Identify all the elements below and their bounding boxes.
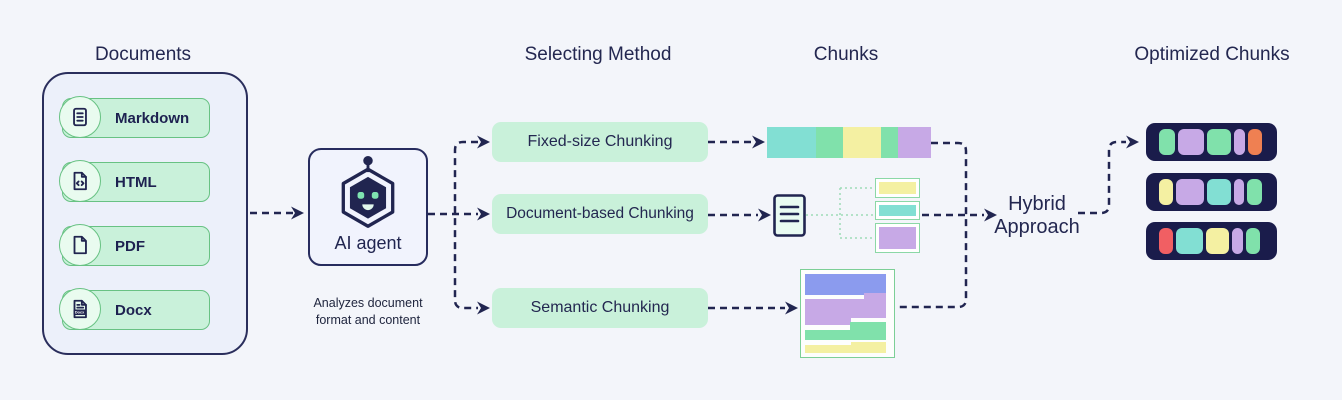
document-pill-label: Docx bbox=[115, 301, 152, 319]
optimized-chunk-bar-1 bbox=[1146, 123, 1277, 161]
document-pill-markdown: Markdown bbox=[59, 96, 210, 138]
chunk-segment-yellow bbox=[1159, 179, 1173, 205]
selecting-method-heading: Selecting Method bbox=[524, 44, 672, 65]
optimized-chunk-bar-3 bbox=[1146, 222, 1277, 260]
fixed-size-chunk-bar bbox=[767, 127, 931, 158]
method-pill-semantic: Semantic Chunking bbox=[492, 288, 708, 328]
chunk-segment-purple bbox=[1234, 179, 1244, 205]
hybrid-line-1: Hybrid bbox=[1008, 193, 1066, 215]
document-chunk-box-purple bbox=[875, 223, 920, 253]
chunk-segment-yellow bbox=[843, 127, 881, 158]
semantic-row-green bbox=[805, 322, 886, 340]
method-pill-document-based: Document-based Chunking bbox=[492, 194, 708, 234]
chunk-color-fill bbox=[879, 182, 916, 194]
branch-agent-methods bbox=[453, 140, 478, 310]
chunk-segment-green bbox=[1207, 129, 1231, 155]
hybrid-approach-label: Hybrid Approach bbox=[994, 193, 1080, 239]
arrowhead-icon bbox=[291, 206, 304, 220]
document-pill-docx: Docx Docx bbox=[59, 288, 210, 330]
hybrid-line-2: Approach bbox=[994, 216, 1080, 238]
caption-line-2: format and content bbox=[315, 312, 421, 327]
svg-text:Docx: Docx bbox=[75, 311, 85, 315]
optimized-chunks-heading: Optimized Chunks bbox=[1134, 44, 1290, 65]
robot-icon bbox=[341, 155, 395, 228]
chunk-segment-green bbox=[816, 127, 843, 158]
method-pill-fixed-size: Fixed-size Chunking bbox=[492, 122, 708, 162]
docx-document-icon: Docx bbox=[59, 288, 101, 330]
chunk-segment-teal bbox=[767, 127, 816, 158]
code-document-icon bbox=[59, 160, 101, 202]
chunk-segment-red bbox=[1159, 228, 1173, 254]
arrowhead-icon bbox=[477, 207, 490, 221]
optimized-chunk-bar-2 bbox=[1146, 173, 1277, 211]
documents-heading: Documents bbox=[94, 44, 192, 65]
document-pill-html: HTML bbox=[59, 160, 210, 202]
document-pill-label: Markdown bbox=[115, 109, 190, 127]
arrowhead-icon bbox=[1126, 135, 1139, 149]
chunk-segment-purple bbox=[1234, 129, 1245, 155]
arrowhead-icon bbox=[752, 135, 765, 149]
chunk-segment-teal bbox=[1207, 179, 1231, 205]
chunk-segment-teal bbox=[1176, 228, 1203, 254]
document-pill-label: HTML bbox=[115, 173, 157, 191]
arrowhead-icon bbox=[477, 135, 490, 149]
chunk-segment-purple bbox=[1176, 179, 1204, 205]
chunk-segment-orange bbox=[1248, 129, 1262, 155]
document-pill-label: PDF bbox=[115, 237, 145, 255]
method-label: Semantic Chunking bbox=[530, 299, 670, 316]
chunk-segment-purple bbox=[1178, 129, 1204, 155]
ai-agent-caption: Analyzes document format and content bbox=[313, 295, 422, 328]
method-label: Fixed-size Chunking bbox=[527, 133, 673, 150]
method-label: Document-based Chunking bbox=[506, 205, 694, 222]
chunk-segment-green bbox=[1247, 179, 1262, 205]
document-chunk-boxes bbox=[875, 178, 920, 253]
document-chunk-icon bbox=[773, 194, 806, 242]
ai-agent-box: AI agent bbox=[308, 148, 428, 266]
document-pill-pdf: PDF bbox=[59, 224, 210, 266]
chunk-color-fill bbox=[879, 227, 916, 249]
semantic-row-yellow bbox=[805, 342, 886, 353]
arrowhead-icon bbox=[477, 301, 490, 315]
chunk-segment-green bbox=[1159, 129, 1175, 155]
dotted-doc-connectors bbox=[806, 187, 873, 239]
chunk-segment-green bbox=[1246, 228, 1260, 254]
semantic-row-blue bbox=[805, 274, 886, 295]
semantic-row-purple bbox=[805, 293, 886, 325]
chunks-heading: Chunks bbox=[813, 44, 879, 65]
semantic-chunk-box bbox=[800, 269, 895, 358]
ai-agent-label: AI agent bbox=[334, 233, 402, 253]
chunk-color-fill bbox=[879, 205, 916, 216]
chunk-segment-yellow bbox=[1206, 228, 1229, 254]
arrowhead-icon bbox=[785, 301, 798, 315]
arrowhead-icon bbox=[758, 208, 771, 222]
document-lines-icon bbox=[59, 96, 101, 138]
semantic-chunk-shapes bbox=[805, 274, 886, 353]
chunk-segment-green bbox=[881, 127, 898, 158]
arrow-hybrid-to-optimized bbox=[1078, 140, 1126, 215]
chunk-segment-purple bbox=[1232, 228, 1243, 254]
document-chunk-box-teal bbox=[875, 201, 920, 220]
caption-line-1: Analyzes document bbox=[313, 296, 423, 310]
document-chunk-box-yellow bbox=[875, 178, 920, 198]
chunk-segment-purple bbox=[898, 127, 931, 158]
document-icon bbox=[59, 224, 101, 266]
